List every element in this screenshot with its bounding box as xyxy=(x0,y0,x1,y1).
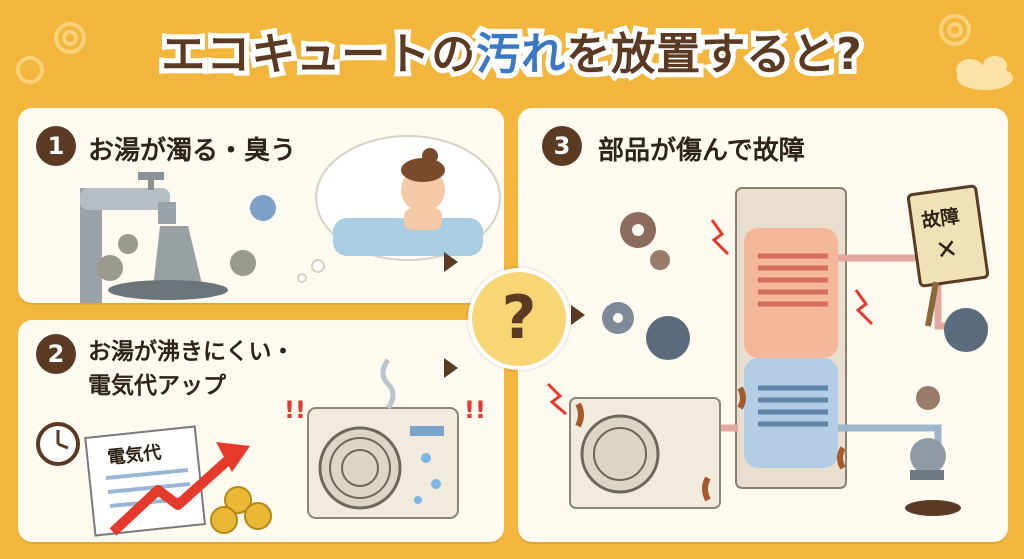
sign-text: 故障 xyxy=(920,204,961,232)
panel-heading-line1: お湯が沸きにくい・ xyxy=(88,339,295,365)
alert-marks-left: !! xyxy=(284,396,306,424)
panel-parts-failure: 3 部品が傷んで故障 xyxy=(518,108,1008,542)
rising-arrow-icon xyxy=(109,442,250,536)
panel-number-badge: 3 xyxy=(542,126,582,166)
bill-document: 電気代 xyxy=(84,425,207,537)
sign-x-mark: ✕ xyxy=(934,234,960,267)
alert-marks-right: !! xyxy=(464,396,486,424)
page-title: エコキュートの汚れを放置すると? xyxy=(0,18,1024,85)
yen-coins-icon xyxy=(210,486,272,534)
sad-face-icon xyxy=(250,195,276,221)
broken-gear-icon xyxy=(602,212,988,410)
faucet-bath-illustration xyxy=(80,135,501,303)
panel-number-badge: 2 xyxy=(36,334,76,374)
title-part2: 汚れ xyxy=(471,24,570,85)
gear-icon xyxy=(16,14,971,84)
thought-bubble xyxy=(297,135,501,283)
panel-high-electricity-cost: 2 お湯が沸きにくい・ 電気代アップ 電気代 !! !! xyxy=(18,320,504,542)
panel-cloudy-smelly-water: 1 お湯が濁る・臭う xyxy=(18,108,504,303)
center-question-mark: ? xyxy=(468,268,570,370)
heat-pump-failure-illustration: 故障 ✕ xyxy=(546,184,990,516)
cloud-icon xyxy=(956,56,1013,90)
water-tank xyxy=(735,187,847,489)
spark-icon xyxy=(546,219,874,416)
pump-icon xyxy=(905,438,961,516)
title-part3: を放置すると? xyxy=(561,24,867,85)
faucet-icon xyxy=(80,172,228,303)
title-part1: エコキュートの xyxy=(156,24,480,85)
outdoor-unit-icon xyxy=(569,397,721,509)
water-drop-icon xyxy=(414,453,441,504)
clock-icon xyxy=(36,422,80,466)
bill-aircon-illustration: 電気代 !! !! xyxy=(36,358,486,537)
panel-heading: お湯が濁る・臭う xyxy=(88,136,297,166)
panel-heading-line2: 電気代アップ xyxy=(88,373,226,399)
warning-sign: 故障 ✕ xyxy=(906,184,990,327)
panel-heading: 部品が傷んで故障 xyxy=(598,136,805,166)
panel-number-badge: 1 xyxy=(36,126,76,166)
outdoor-unit-icon xyxy=(307,358,459,519)
smell-cloud-icon xyxy=(97,234,256,281)
